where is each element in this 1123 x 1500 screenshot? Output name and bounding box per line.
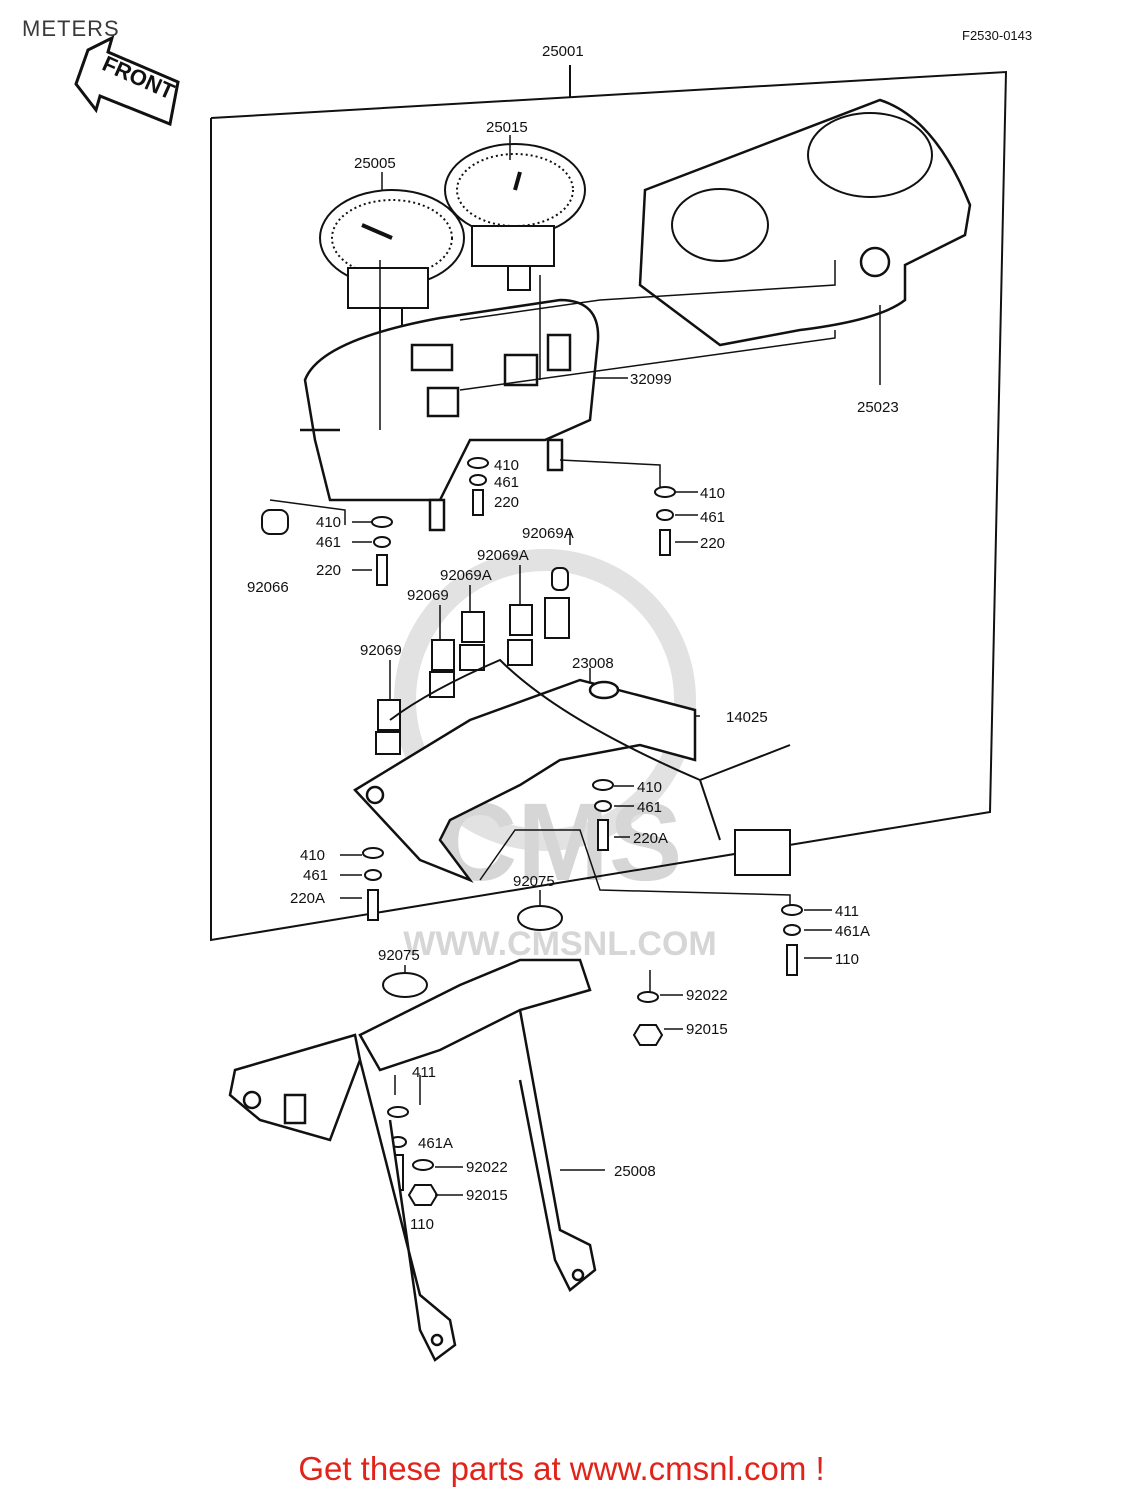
meter-cover [638,98,972,347]
label-461-c: 461 [316,534,341,551]
label-461-b: 461 [700,509,725,526]
label-110-stay: 110 [410,1216,434,1233]
bulbs [375,567,570,755]
label-410-a: 410 [494,457,519,474]
label-410-c: 410 [316,514,341,531]
label-92015-right: 92015 [686,1021,728,1038]
label-92022-stay: 92022 [466,1159,508,1176]
front-arrow-icon: FRONT [74,35,180,127]
page-title: METERS [22,16,120,41]
label-92069a-3: 92069A [440,567,492,584]
label-110-right: 110 [835,951,859,968]
label-92075-left: 92075 [378,947,420,964]
label-92069a-2: 92069A [477,547,529,564]
label-220-c: 220 [316,562,341,579]
label-461-a: 461 [494,474,519,491]
bracket-plate [353,678,697,883]
callout-ticks [340,491,832,1196]
label-411-right: 411 [835,903,859,920]
label-92069-1: 92069 [407,587,449,604]
label-410-d: 410 [637,779,662,796]
footer-cta-link[interactable]: Get these parts at www.cmsnl.com ! [298,1450,825,1487]
label-461a-stay: 461A [418,1135,453,1152]
label-92066: 92066 [247,579,289,596]
label-25023: 25023 [857,399,899,416]
meter-case [300,298,600,532]
label-92075-right: 92075 [513,873,555,890]
label-14025: 14025 [726,709,768,726]
callouts: 25001 25015 25005 32099 25023 410 461 22… [247,43,899,1233]
label-25008: 25008 [614,1163,656,1180]
label-92069-2: 92069 [360,642,402,659]
wire-harness [389,658,791,876]
tachometer [319,189,465,333]
label-92069a-1: 92069A [522,525,574,542]
assembly-frame [210,65,1008,942]
diagram-code: F2530-0143 [962,28,1033,43]
label-220a-d: 220A [633,830,668,847]
label-25005: 25005 [354,155,396,172]
label-410-b: 410 [700,485,725,502]
meter-stay [228,958,597,1362]
label-410-e: 410 [300,847,325,864]
leader-lines [269,135,881,1171]
label-25001: 25001 [542,43,584,60]
label-461a-right: 461A [835,923,870,940]
label-220a-e: 220A [290,890,325,907]
speedometer [444,143,586,291]
label-220-a: 220 [494,494,519,511]
label-220-b: 220 [700,535,725,552]
label-92015-stay: 92015 [466,1187,508,1204]
label-461-d: 461 [637,799,662,816]
hardware [261,457,803,1206]
label-23008: 23008 [572,655,614,672]
label-461-e: 461 [303,867,328,884]
label-25015: 25015 [486,119,528,136]
label-92022-right: 92022 [686,987,728,1004]
label-32099: 32099 [630,371,672,388]
watermark-url: WWW.CMSNL.COM [403,925,717,963]
label-411-stay: 411 [412,1064,436,1081]
